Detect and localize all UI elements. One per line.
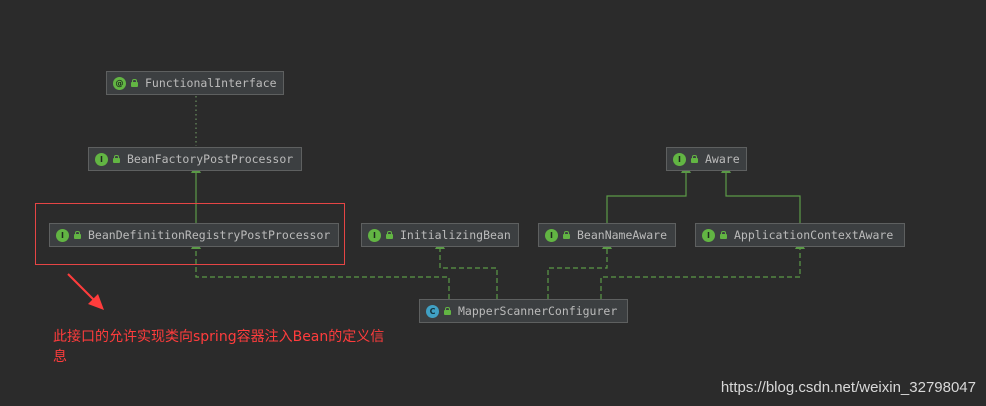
edge-bean-name-aware-extends-aware <box>606 164 691 223</box>
annotation-note: 此接口的允许实现类向spring容器注入Bean的定义信息 <box>53 329 385 365</box>
edge-msc-implements-application-context-aware <box>600 240 805 299</box>
interface-icon: I <box>95 152 108 166</box>
lock-icon <box>131 79 138 87</box>
edge-msc-implements-bean-name-aware <box>547 240 612 299</box>
edge-msc-implements-bdrpp <box>191 240 450 299</box>
highlight-box <box>35 203 345 265</box>
interface-icon: I <box>702 228 715 242</box>
node-bean-factory-post-processor[interactable]: I BeanFactoryPostProcessor <box>88 147 302 171</box>
node-label: MapperScannerConfigurer <box>458 304 618 318</box>
interface-icon: I <box>673 152 686 166</box>
node-functional-interface[interactable]: @ FunctionalInterface <box>106 71 284 95</box>
node-mapper-scanner-configurer[interactable]: C MapperScannerConfigurer <box>419 299 628 323</box>
lock-icon <box>386 231 393 239</box>
node-label: FunctionalInterface <box>145 76 277 90</box>
lock-icon <box>691 155 698 163</box>
lock-icon <box>563 231 570 239</box>
annotation-icon: @ <box>113 76 126 90</box>
edge-msc-implements-initializing-bean <box>435 240 498 299</box>
lock-icon <box>720 231 727 239</box>
interface-icon: I <box>56 228 69 242</box>
class-icon: C <box>426 304 439 318</box>
lock-icon <box>444 307 451 315</box>
node-bean-name-aware[interactable]: I BeanNameAware <box>538 223 676 247</box>
interface-icon: I <box>545 228 558 242</box>
node-label: InitializingBean <box>400 228 511 242</box>
node-application-context-aware[interactable]: I ApplicationContextAware <box>695 223 905 247</box>
node-label: BeanFactoryPostProcessor <box>127 152 294 166</box>
node-initializing-bean[interactable]: I InitializingBean <box>361 223 519 247</box>
node-aware[interactable]: I Aware <box>666 147 747 171</box>
lock-icon <box>74 231 81 239</box>
lock-icon <box>113 155 120 163</box>
edge-application-context-aware-extends-aware <box>721 164 801 223</box>
interface-icon: I <box>368 228 381 242</box>
node-label: Aware <box>705 152 740 166</box>
watermark: https://blog.csdn.net/weixin_32798047 <box>720 379 976 396</box>
node-label: BeanDefinitionRegistryPostProcessor <box>88 228 331 242</box>
node-bean-definition-registry-post-processor[interactable]: I BeanDefinitionRegistryPostProcessor <box>49 223 339 247</box>
node-label: ApplicationContextAware <box>734 228 894 242</box>
node-label: BeanNameAware <box>577 228 668 242</box>
pointer-arrow <box>67 273 104 310</box>
